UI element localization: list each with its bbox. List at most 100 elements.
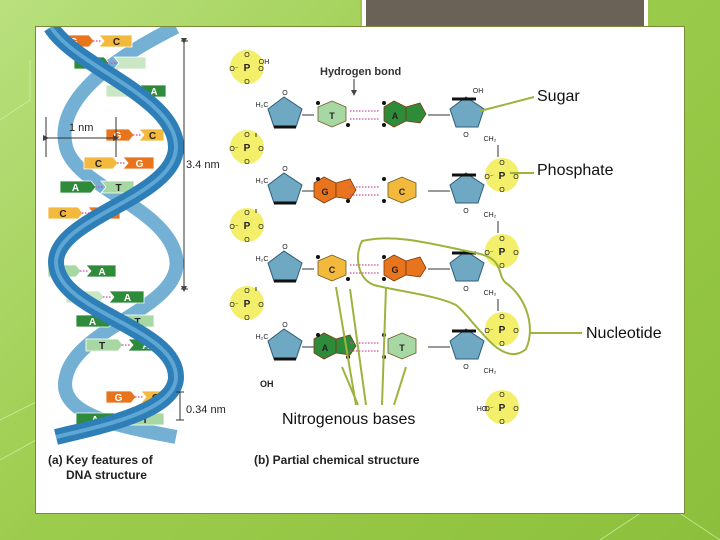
phosphate-o-minus-label: O⁻ [484, 174, 493, 181]
phosphate-p-label: P [244, 63, 251, 74]
sugar-o-label: O [282, 166, 288, 173]
phosphate-group [230, 50, 264, 84]
right-base-ring [405, 256, 427, 278]
phosphate-o-label: O [244, 132, 250, 139]
phosphate-o-label: O [258, 224, 264, 231]
helix-base-left-letter: G [115, 393, 123, 404]
phosphate-group [230, 130, 264, 164]
left-base-letter: C [329, 265, 336, 275]
sugar-o-label: O [463, 208, 469, 215]
helix-base-right-letter: C [149, 131, 156, 142]
phosphate-o-minus-label: O⁻ [484, 328, 493, 335]
helix-base-right [122, 156, 155, 170]
left-sugar [267, 172, 303, 204]
phosphate-o-label: O [499, 419, 505, 426]
helix-base-left [105, 390, 137, 404]
left-sugar [267, 96, 303, 128]
phosphate-o-label: O [244, 237, 250, 244]
helix-base-right [108, 290, 145, 304]
right-sugar [449, 328, 485, 360]
phosphate-p-label: P [244, 221, 251, 232]
atom-dot [346, 277, 350, 281]
h2c-label: H₂C [256, 334, 269, 341]
sugar-o-label: O [282, 90, 288, 97]
nitrogenous-bases-label: Nitrogenous bases [282, 411, 416, 428]
left-base [317, 100, 347, 128]
helix-base-right [85, 264, 117, 278]
phosphate-p-label: P [499, 247, 506, 258]
helix-base-left [59, 180, 97, 194]
phosphate-o-minus-label: O⁻ [229, 224, 238, 231]
atom-dot [316, 101, 320, 105]
phosphate-o-label: O [499, 236, 505, 243]
left-base-ring [335, 178, 357, 200]
sugar-o-label: O [463, 132, 469, 139]
helix-base-left [83, 156, 119, 170]
phosphate-p-label: P [499, 403, 506, 414]
h2c-label: H₂C [256, 256, 269, 263]
atom-dot [382, 177, 386, 181]
phosphate-o-label: O [513, 174, 519, 181]
h2c-label: H₂C [256, 102, 269, 109]
chemical-panel: Hydrogen bond POOO⁻OPOOO⁻OPOOO⁻OPOOO⁻OOH… [229, 50, 582, 467]
atom-dot [316, 333, 320, 337]
left-base-letter: G [321, 187, 328, 197]
nucleotide-label: Nucleotide [586, 325, 662, 342]
phosphate-o-label: O [258, 66, 264, 73]
sugar-label: Sugar [537, 88, 580, 105]
left-base-letter: T [329, 111, 335, 121]
right-base-letter: A [392, 111, 399, 121]
left-base [317, 254, 347, 282]
phosphate-o-label: O [244, 52, 250, 59]
left-sugar [267, 328, 303, 360]
phosphate-o-label: O [499, 392, 505, 399]
phosphate-o-label: O [513, 328, 519, 335]
atom-dot [382, 277, 386, 281]
left-sugar [267, 250, 303, 282]
caption-a-line1: (a) Key features of [48, 453, 154, 467]
phosphate-group [485, 390, 519, 424]
atom-dot [382, 101, 386, 105]
helix-base-left-letter: G [114, 131, 122, 142]
helix-base-left-letter: C [95, 159, 102, 170]
helix-base-left-letter: C [59, 209, 66, 220]
phosphate-group [485, 158, 519, 192]
phosphate-o-minus-label: O⁻ [229, 302, 238, 309]
right-base [387, 332, 417, 360]
right-base [387, 176, 417, 204]
helix-strand-back [57, 27, 184, 444]
phosphate-p-label: P [499, 325, 506, 336]
helix-base-right-letter: G [136, 159, 144, 170]
helix-base-right-letter: A [150, 87, 157, 98]
helix-base-right-letter: T [115, 183, 121, 194]
annotation-lines [335, 96, 582, 406]
caption-a-line2: DNA structure [66, 468, 147, 482]
helix-base-right [138, 128, 165, 142]
phosphate-o-label: O [499, 341, 505, 348]
one-nm-label: 1 nm [69, 122, 93, 134]
three-four-nm-label: 3.4 nm [186, 159, 220, 171]
ch2-label: CH₂ [484, 136, 497, 143]
helix-base-left-letter: T [99, 341, 105, 352]
h2c-label: H₂C [256, 178, 269, 185]
phosphate-group [485, 312, 519, 346]
right-sugar [449, 250, 485, 282]
atom-dot [346, 123, 350, 127]
hydrogen-bond-label: Hydrogen bond [320, 66, 401, 78]
right-sugar [449, 96, 485, 128]
left-base-letter: A [322, 343, 329, 353]
phosphate-o-label: O [244, 315, 250, 322]
helix-base-right-letter: T [142, 415, 148, 426]
